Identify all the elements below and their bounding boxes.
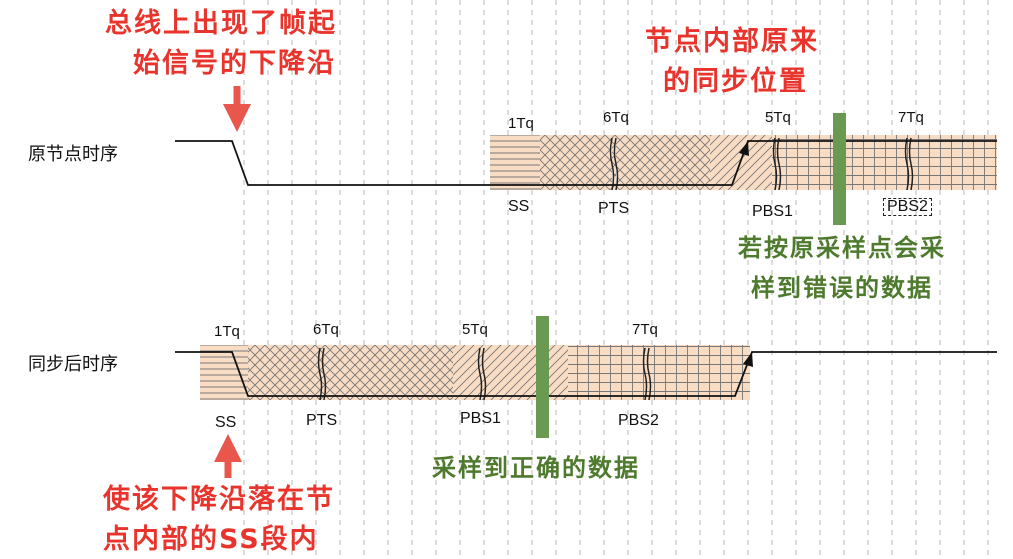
original-sync-annotation-line2: 的同步位置 (663, 66, 808, 97)
row-label-synced: 同步后时序 (28, 354, 118, 375)
wrong-sample-annotation-line2: 样到错误的数据 (751, 274, 933, 302)
synced-break-pbs2 (642, 347, 652, 401)
synced-pts-tq-label: 6Tq (313, 321, 339, 338)
synced-sample-point-bar (536, 316, 549, 438)
original-pbs2-label: PBS2 (883, 198, 932, 216)
synced-edge-arrow (743, 352, 753, 367)
original-pts-hatch (540, 135, 710, 190)
original-ss-hatch (490, 135, 540, 190)
synced-pbs1-label: PBS1 (460, 410, 501, 427)
original-pbs1-tq-label: 5Tq (765, 109, 791, 126)
original-break-pbs1 (772, 137, 782, 191)
original-sample-point-bar (833, 113, 846, 225)
row-label-original: 原节点时序 (28, 144, 118, 165)
original-timing (175, 113, 997, 225)
synced-pts-hatch (248, 345, 453, 400)
synced-pbs1-hatch (453, 345, 568, 400)
synced-pbs2-tq-label: 7Tq (632, 321, 658, 338)
bus-frame-start-annotation-line1: 总线上出现了帧起 (105, 8, 337, 39)
synced-ss-tq-label: 1Tq (214, 323, 240, 340)
original-break-pbs2 (904, 137, 914, 191)
synced-pbs1-tq-label: 5Tq (462, 321, 488, 338)
original-edge-arrow (739, 141, 749, 156)
synced-signal (175, 351, 997, 397)
synced-ss-hatch (200, 345, 248, 400)
original-pbs1-label: PBS1 (752, 203, 793, 220)
synced-pts-label: PTS (306, 412, 338, 429)
synced-break-pbs1 (477, 347, 487, 401)
correct-sample-annotation: 采样到正确的数据 (432, 454, 640, 482)
original-grid-hatch (772, 135, 997, 190)
original-pts-tq-label: 6Tq (603, 109, 629, 126)
bus-frame-start-annotation-line2: 始信号的下降沿 (133, 48, 336, 79)
original-ss-label: SS (508, 198, 530, 215)
original-sync-annotation-line1: 节点内部原来 (645, 26, 819, 57)
align-annotation-line1: 使该下降沿落在节 (103, 484, 335, 515)
original-ss-tq-label: 1Tq (508, 115, 534, 132)
synced-timing (175, 316, 997, 438)
synced-ss-label: SS (215, 414, 237, 431)
synced-pbs2-label: PBS2 (618, 412, 659, 429)
synced-pbs2-hatch (568, 345, 750, 400)
original-pts-label: PTS (598, 200, 630, 217)
original-signal (175, 140, 997, 186)
wrong-sample-annotation-line1: 若按原采样点会采 (738, 234, 946, 262)
align-annotation-line2: 点内部的SS段内 (103, 524, 319, 555)
original-break-pts (609, 137, 619, 191)
synced-break-pts (317, 347, 327, 401)
time-grid (243, 0, 989, 559)
original-pbs2-tq-label: 7Tq (898, 109, 924, 126)
